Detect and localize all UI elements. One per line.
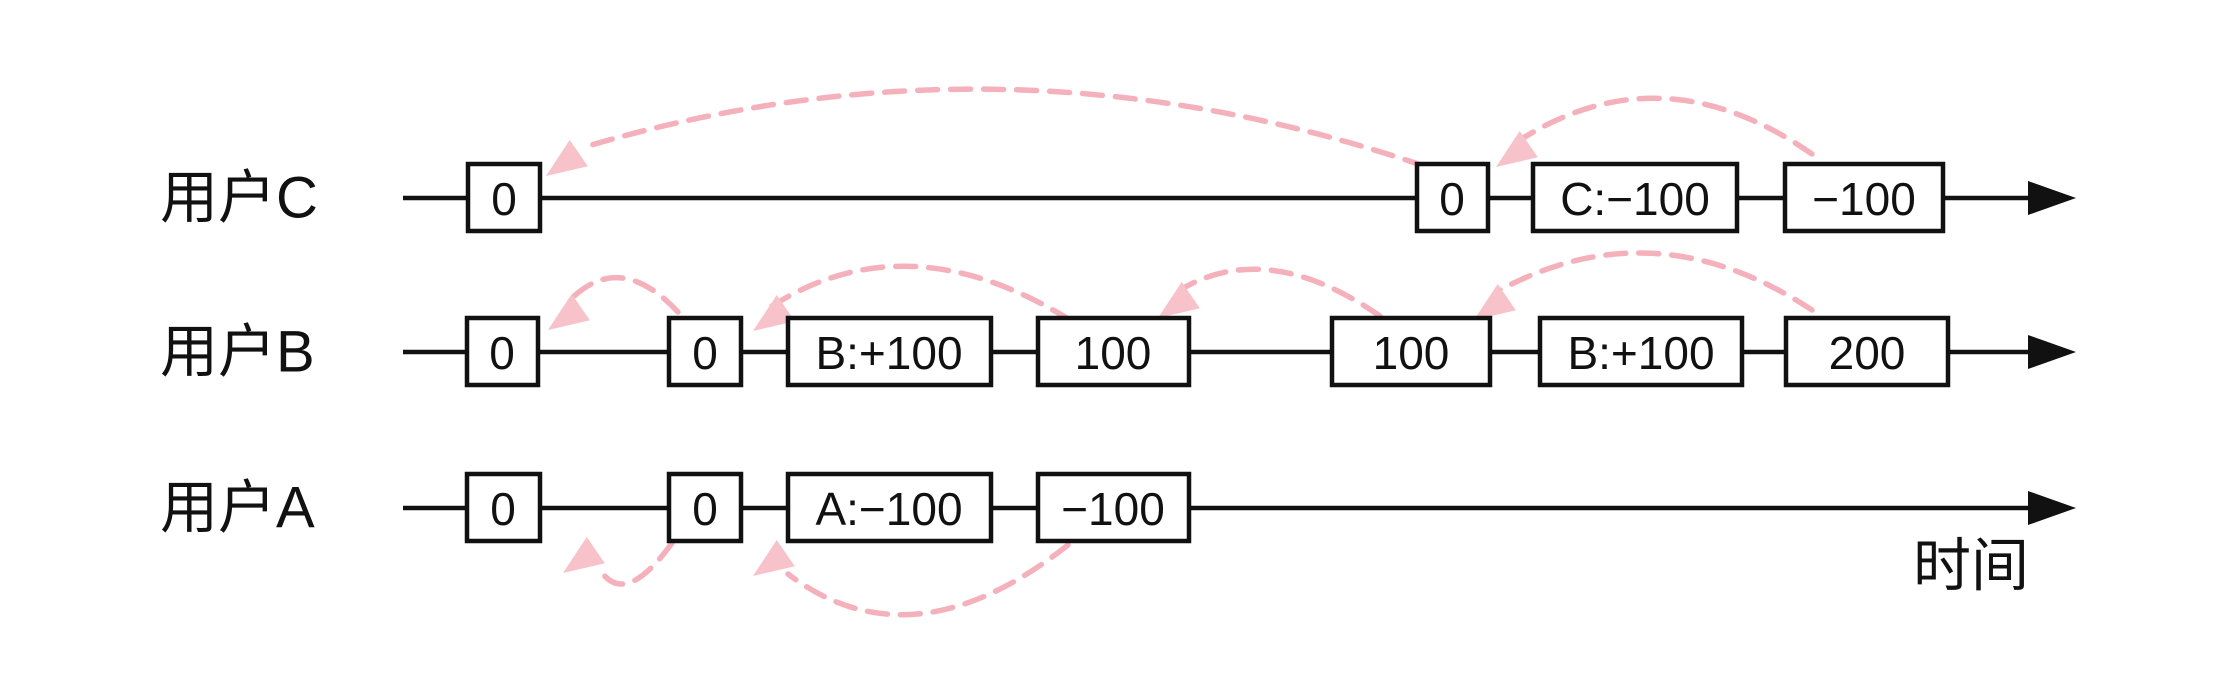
operation-box-rect xyxy=(1537,315,1745,388)
causal-arrowhead-icon xyxy=(753,540,795,576)
causal-arrowhead-icon xyxy=(1496,131,1538,167)
state-box-rect xyxy=(1329,315,1493,388)
state-box-rect xyxy=(464,471,543,544)
operation-box-rect xyxy=(785,471,994,544)
operation-box-label: A:−100 xyxy=(815,483,962,535)
state-box: 100 xyxy=(1035,315,1192,388)
causal-arrow xyxy=(769,263,1073,323)
state-box-label: 0 xyxy=(489,327,515,379)
state-box-label: −100 xyxy=(1812,173,1916,225)
causal-arrowhead-icon xyxy=(548,294,590,330)
state-box: 0 xyxy=(1414,161,1491,234)
state-box-label: 0 xyxy=(692,483,718,535)
state-box: 0 xyxy=(666,315,744,388)
state-box-rect xyxy=(1783,315,1951,388)
causal-arrow xyxy=(597,540,675,587)
state-box: −100 xyxy=(1035,471,1192,544)
state-box-rect xyxy=(1035,471,1192,544)
timeline-arrowhead-icon xyxy=(2028,491,2076,525)
operation-box-label: C:−100 xyxy=(1560,173,1710,225)
timeline-arrowhead-icon xyxy=(2028,335,2076,369)
operation-box-rect xyxy=(1530,161,1740,234)
operation-box: B:+100 xyxy=(1537,315,1745,388)
causal-arrow xyxy=(1497,250,1815,313)
state-box: 0 xyxy=(465,161,543,234)
causal-arrowhead-icon xyxy=(563,537,605,573)
state-box-label: 200 xyxy=(1829,327,1906,379)
state-box: 200 xyxy=(1783,315,1951,388)
user-row-a: 用户A 0 0 A:−100 −100 xyxy=(160,471,2076,618)
state-box: 100 xyxy=(1329,315,1493,388)
row-label: 用户A xyxy=(160,476,315,541)
state-box-label: 0 xyxy=(490,483,516,535)
state-box-rect xyxy=(465,161,543,234)
state-box-rect xyxy=(666,315,744,388)
causal-arrow xyxy=(585,86,1427,169)
state-box: 0 xyxy=(464,315,541,388)
state-box-rect xyxy=(666,471,744,544)
causal-arrowhead-icon xyxy=(753,295,795,331)
operation-box: B:+100 xyxy=(785,315,994,388)
operation-box: C:−100 xyxy=(1530,161,1740,234)
user-row-c: 用户C 0 0 C:−100 −100 xyxy=(160,86,2076,234)
state-box-rect xyxy=(1782,161,1946,234)
time-axis-label: 时间 xyxy=(1913,534,2029,599)
state-box: 0 xyxy=(666,471,744,544)
state-box-rect xyxy=(1035,315,1192,388)
state-box-label: 0 xyxy=(491,173,517,225)
operation-box-label: B:+100 xyxy=(1567,327,1714,379)
causal-arrow xyxy=(1517,95,1815,157)
causal-arrowhead-icon xyxy=(1158,282,1200,318)
causal-arrowhead-icon xyxy=(546,140,588,176)
state-box-label: 0 xyxy=(1439,173,1465,225)
operation-box-label: B:+100 xyxy=(815,327,962,379)
state-box-label: 0 xyxy=(692,327,718,379)
user-row-b: 用户B 0 0 B:+100 100 100 xyxy=(160,250,2076,388)
row-label: 用户B xyxy=(160,320,315,385)
timeline-arrowhead-icon xyxy=(2028,181,2076,215)
state-box: −100 xyxy=(1782,161,1946,234)
causal-arrow xyxy=(1177,266,1383,319)
state-box-rect xyxy=(1414,161,1491,234)
causal-arrowhead-icon xyxy=(1474,284,1516,320)
row-label: 用户C xyxy=(160,166,318,231)
state-box-rect xyxy=(464,315,541,388)
state-box-label: 100 xyxy=(1373,327,1450,379)
causal-arrow xyxy=(785,542,1071,618)
causal-arrow xyxy=(567,275,681,315)
operation-box-rect xyxy=(785,315,994,388)
state-box: 0 xyxy=(464,471,543,544)
operation-box: A:−100 xyxy=(785,471,994,544)
state-box-label: −100 xyxy=(1061,483,1165,535)
state-box-label: 100 xyxy=(1075,327,1152,379)
